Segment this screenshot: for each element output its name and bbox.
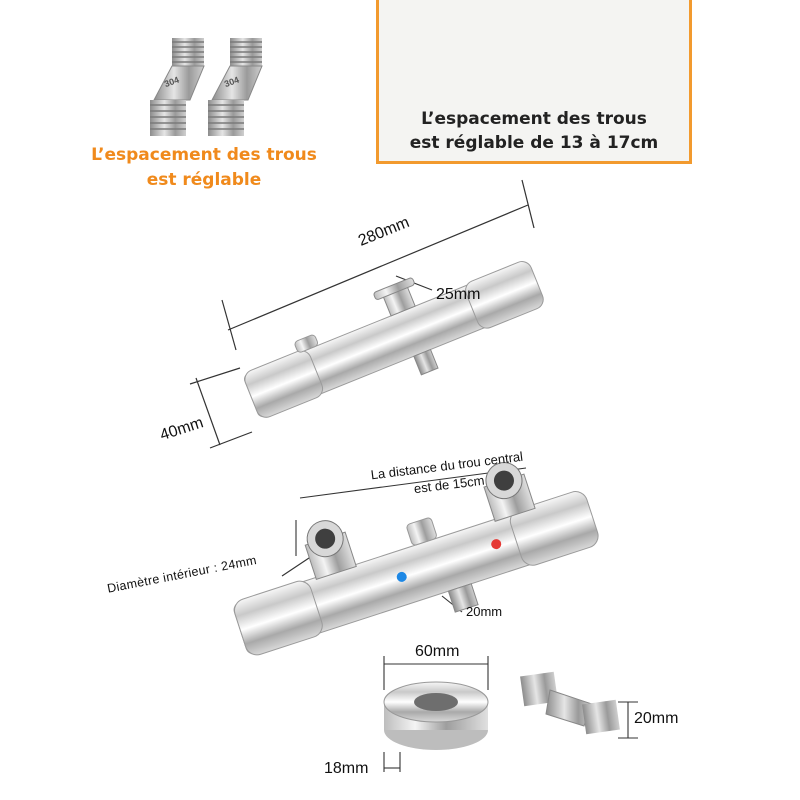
dimension-lines-top	[189, 179, 535, 449]
cold-marker	[396, 571, 407, 582]
thermostatic-bar-bottom	[233, 462, 599, 656]
eccentric-fitting-small-icon	[520, 671, 638, 739]
callout-text: L’espacement des trous est réglable de 1…	[379, 107, 689, 155]
eccentric-fittings-icon	[150, 38, 263, 136]
rosette-diameter-label: 60mm	[415, 643, 460, 660]
caption-line-1: L’espacement des trous	[91, 145, 317, 165]
bottom-outlet-label: 20mm	[466, 604, 503, 619]
rosette-icon	[383, 656, 489, 772]
rosette-depth-label: 18mm	[324, 760, 369, 777]
spacing-callout: L’espacement des trous est réglable de 1…	[376, 0, 692, 164]
callout-line-2: est réglable de 13 à 17cm	[409, 133, 659, 153]
hot-marker	[491, 539, 502, 550]
adjustable-spacing-caption: L’espacement des trous est réglable	[84, 143, 324, 193]
thermostatic-bar-top	[243, 261, 544, 418]
outlet-label: 25mm	[436, 286, 481, 303]
fitting-thread-label: 20mm	[634, 710, 679, 727]
callout-line-1: L’espacement des trous	[421, 109, 647, 129]
caption-line-2: est réglable	[146, 170, 262, 190]
